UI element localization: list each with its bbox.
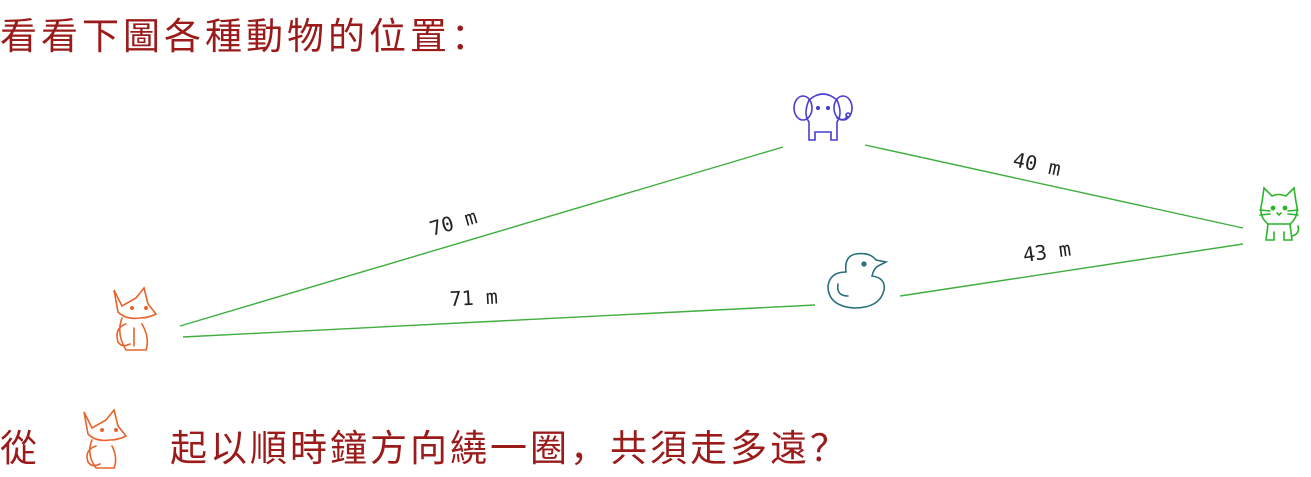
edge-label-fox-elephant: 70 m <box>427 204 480 240</box>
edge-label-elephant-cat: 40 m <box>1011 147 1063 180</box>
duck-icon <box>827 252 889 309</box>
cat-icon <box>1259 186 1300 241</box>
elephant-icon <box>793 93 853 141</box>
edge-label-duck-cat: 43 m <box>1021 236 1072 266</box>
fox-icon <box>113 286 158 351</box>
fox-icon <box>83 408 128 469</box>
edge-fox-duck <box>182 304 816 338</box>
question-prefix: 從 <box>0 427 40 470</box>
edge-duck-cat <box>899 243 1244 297</box>
page-title: 看看下圖各種動物的位置： <box>0 15 492 58</box>
edge-label-fox-duck: 71 m <box>449 285 498 311</box>
edge-elephant-cat <box>864 144 1244 229</box>
question-suffix: 起以順時鐘方向繞一圈，共須走多遠？ <box>170 427 850 470</box>
edge-fox-elephant <box>179 146 784 327</box>
